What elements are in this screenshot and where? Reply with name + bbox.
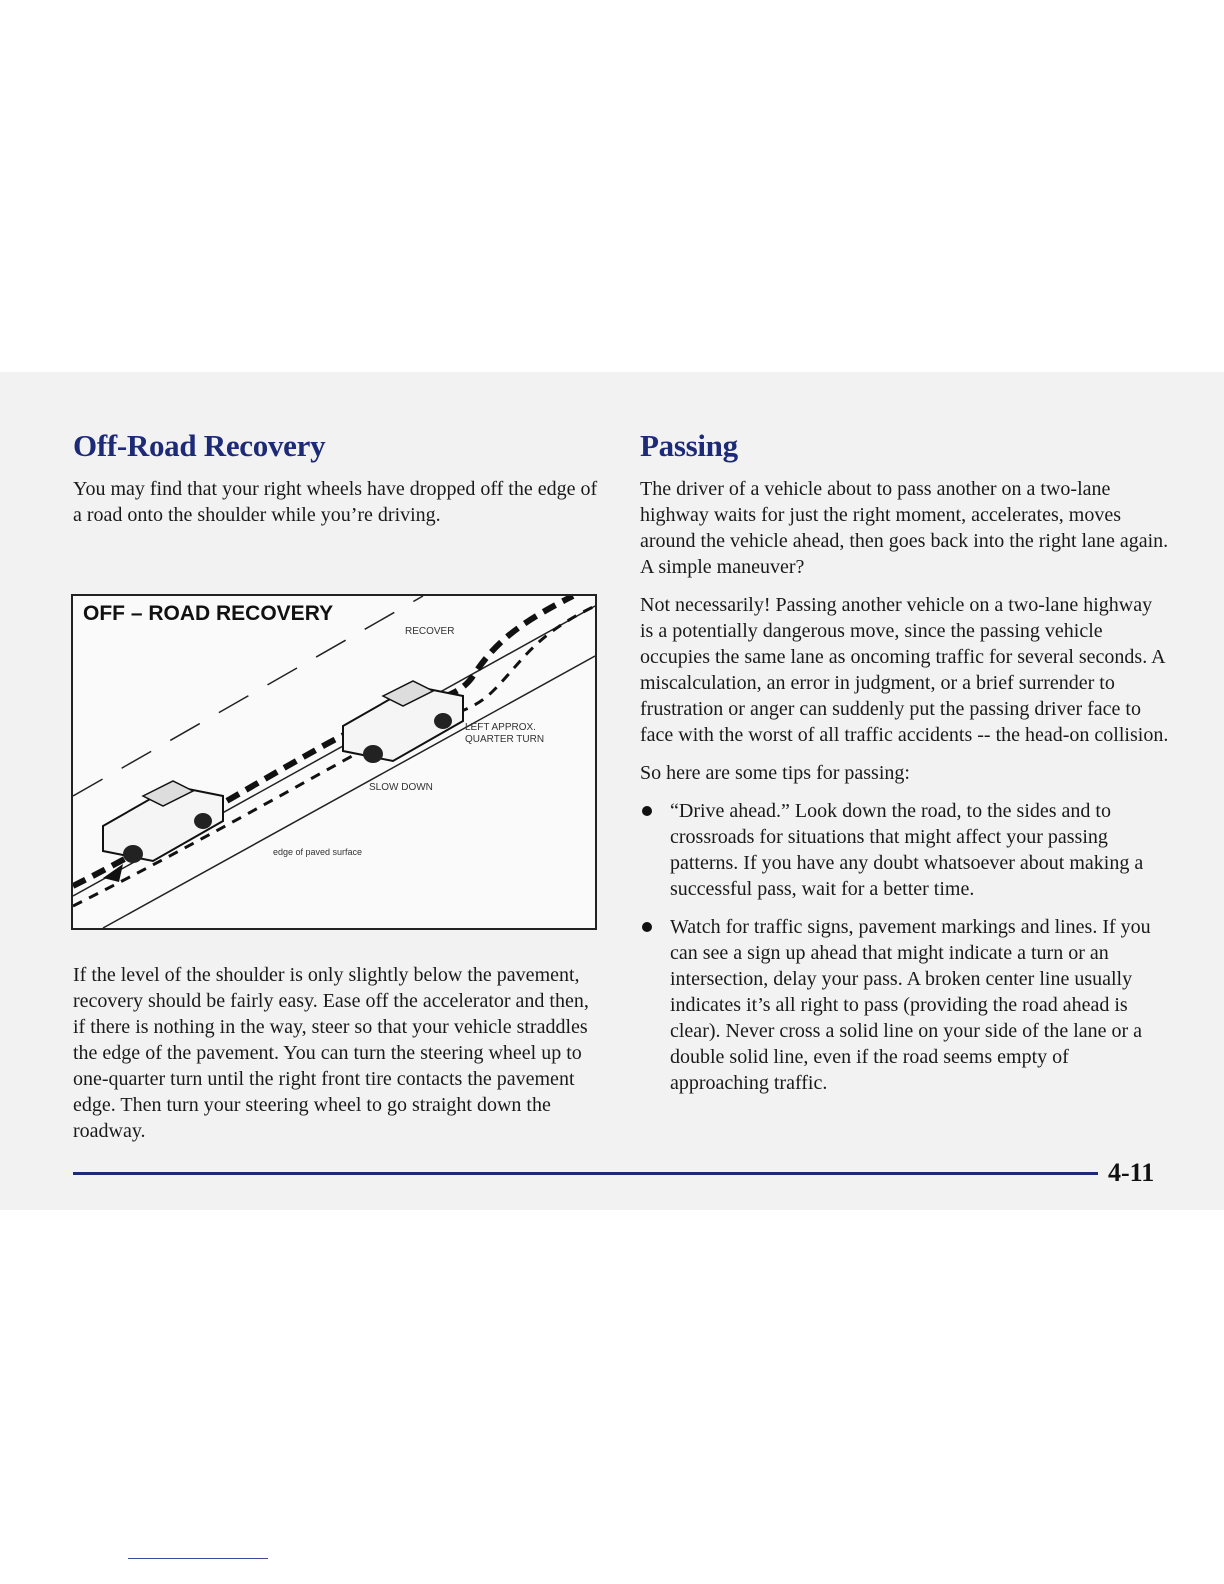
intro-paragraph: You may find that your right wheels have…	[73, 478, 598, 526]
recovery-paragraph: If the level of the shoulder is only sli…	[73, 964, 589, 1142]
passing-paragraph-1: The driver of a vehicle about to pass an…	[640, 478, 1169, 578]
bottom-underline	[128, 1558, 268, 1559]
bullet-icon	[642, 922, 652, 932]
truck-icon-front	[342, 680, 464, 763]
page-number: 4-11	[1108, 1158, 1155, 1187]
list-item: “Drive ahead.” Look down the road, to th…	[640, 798, 1170, 902]
tip-text: “Drive ahead.” Look down the road, to th…	[670, 800, 1144, 900]
shoulder-edge-line	[102, 655, 595, 928]
label-recover: RECOVER	[405, 626, 455, 637]
footer-rule	[73, 1172, 1098, 1175]
passing-paragraph-3: So here are some tips for passing:	[640, 762, 910, 784]
passing-tips-list: “Drive ahead.” Look down the road, to th…	[640, 798, 1170, 1096]
truck-icon-rear	[102, 780, 224, 863]
right-column: Passing The driver of a vehicle about to…	[640, 428, 1170, 1108]
label-left-turn-line1: LEFT APPROX.	[465, 722, 536, 733]
figure-title: OFF – ROAD RECOVERY	[83, 602, 340, 626]
bullet-icon	[642, 806, 652, 816]
left-body: If the level of the shoulder is only sli…	[73, 962, 601, 1156]
label-left-turn-line2: QUARTER TURN	[465, 734, 545, 745]
center-dashed-line	[73, 596, 424, 797]
passing-paragraph-2: Not necessarily! Passing another vehicle…	[640, 594, 1169, 746]
off-road-recovery-illustration: OFF – ROAD RECOVERY RECOVER LEFT APPROX.…	[71, 594, 597, 930]
list-item: Watch for traffic signs, pavement markin…	[640, 914, 1170, 1096]
road-diagram	[73, 596, 595, 928]
section-heading-off-road-recovery: Off-Road Recovery	[73, 428, 326, 463]
label-edge-of-paved-surface: edge of paved surface	[273, 847, 363, 857]
path-arrow-icon	[103, 864, 123, 882]
left-column: Off-Road Recovery You may find that your…	[73, 428, 601, 540]
tip-text: Watch for traffic signs, pavement markin…	[670, 916, 1151, 1094]
section-heading-passing: Passing	[640, 428, 738, 463]
label-slow-down: SLOW DOWN	[369, 782, 433, 793]
